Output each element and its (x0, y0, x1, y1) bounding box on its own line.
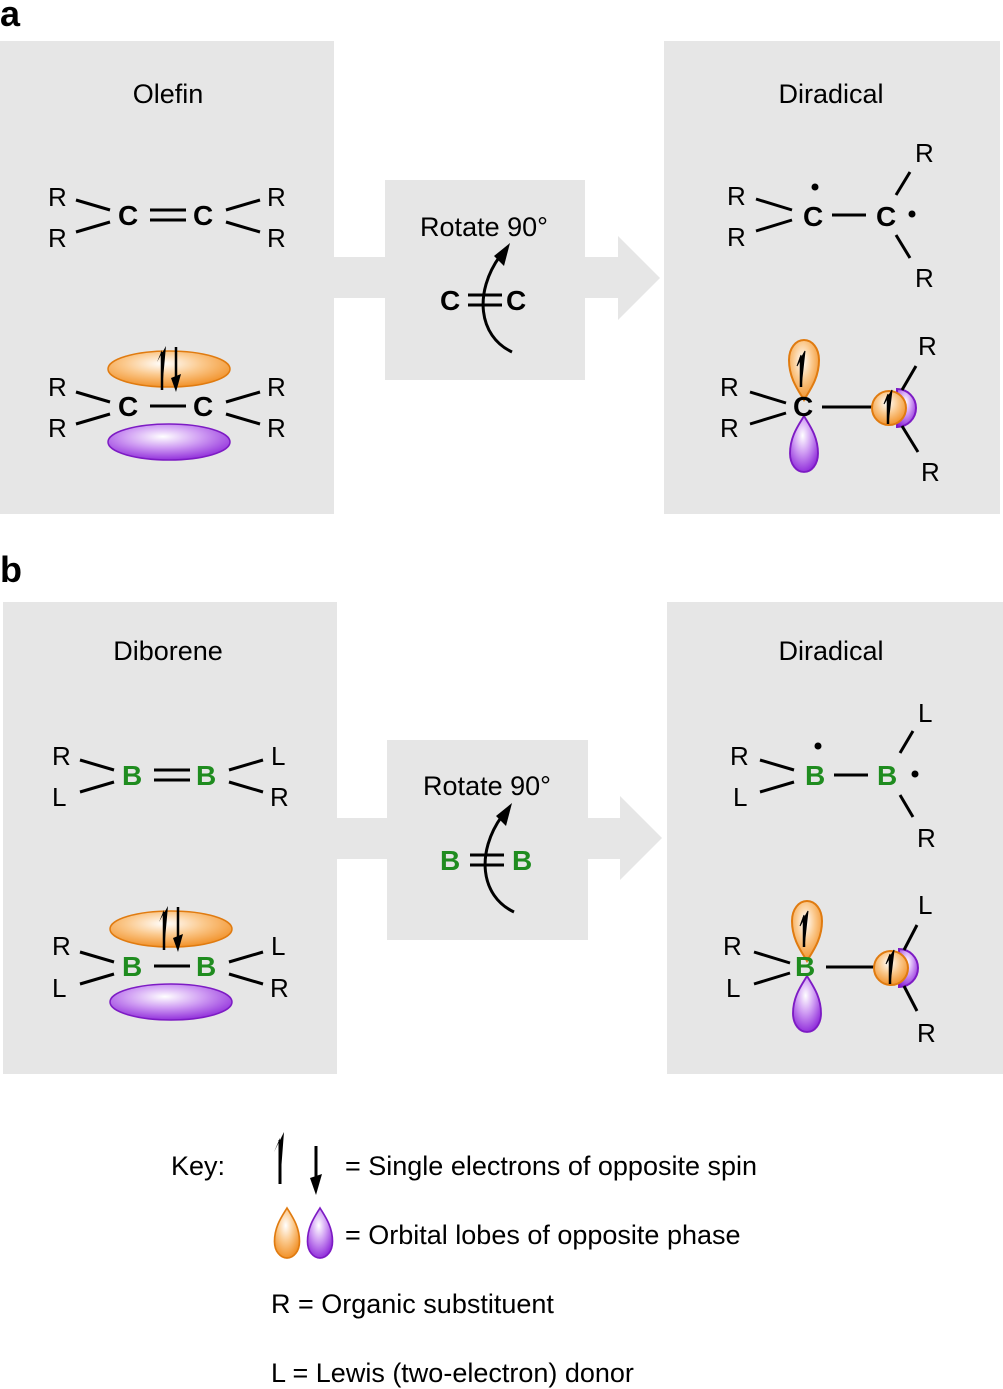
sub-l: L (918, 698, 932, 728)
atom-b: B (877, 760, 897, 791)
rotate-box-a (385, 180, 585, 380)
atom-b: B (122, 760, 142, 791)
diradical-title-a: Diradical (778, 79, 883, 109)
atom-b: B (440, 845, 460, 876)
sub-r: R (48, 223, 67, 253)
sub-r: R (720, 413, 739, 443)
orbital-lobes-icon (273, 1207, 334, 1259)
atom-b: B (122, 951, 142, 982)
atom-c: C (118, 200, 138, 231)
diborene-structure: R L B B L R (52, 741, 289, 812)
diradical-structure-b: R L B B L R (730, 698, 936, 853)
spin-arrows-icon (274, 1132, 322, 1195)
sub-r: R (915, 263, 934, 293)
sub-r: R (267, 182, 286, 212)
sub-r: R (270, 782, 289, 812)
atom-b: B (196, 760, 216, 791)
purple-lobe-icon (306, 1207, 334, 1259)
key-label: Key: (171, 1151, 225, 1181)
sub-r: R (48, 182, 67, 212)
atom-b: B (196, 951, 216, 982)
spin-pair-icon (159, 906, 183, 952)
atom-b: B (805, 760, 825, 791)
sub-r: R (917, 1018, 936, 1048)
atom-c: C (803, 201, 823, 232)
pi-orbital-orange (107, 350, 231, 388)
diradical-orbital-structure-a: R R C R R (720, 331, 940, 487)
key-r-text: R = Organic substituent (271, 1289, 554, 1319)
rotate-label-b: Rotate 90° (423, 771, 551, 801)
sub-r: R (727, 181, 746, 211)
sub-r: R (267, 372, 286, 402)
diradical-orbital-structure-b: R L B L R (723, 890, 936, 1048)
rotate-label-a: Rotate 90° (420, 212, 548, 242)
panel-b: b Diborene Diradical Rotate 90° R L B B … (0, 549, 1003, 1074)
sub-l: L (271, 931, 285, 961)
sub-r: R (48, 413, 67, 443)
rotate-icon-a: C C (440, 243, 526, 354)
sub-l: L (52, 782, 66, 812)
sub-r: R (720, 372, 739, 402)
olefin-structure: R R C C R R (48, 182, 286, 253)
key-phase-text: = Orbital lobes of opposite phase (345, 1220, 741, 1250)
sub-r: R (52, 931, 71, 961)
sub-r: R (723, 931, 742, 961)
orange-lobe-icon (273, 1207, 301, 1259)
diradical-box-b (667, 602, 1003, 1074)
rotate-box-b (387, 740, 588, 940)
key-l-text: L = Lewis (two-electron) donor (271, 1358, 634, 1388)
sub-r: R (48, 372, 67, 402)
sub-l: L (52, 973, 66, 1003)
olefin-title: Olefin (133, 79, 204, 109)
atom-b: B (512, 845, 532, 876)
sub-l: L (918, 890, 932, 920)
sub-r: R (917, 823, 936, 853)
atom-c: C (506, 285, 526, 316)
sub-r: R (52, 741, 71, 771)
sub-r: R (921, 457, 940, 487)
diradical-box-a (664, 41, 1000, 514)
key: Key: = Single electrons of opposite spin… (171, 1132, 757, 1388)
panel-a: a Olefin Diradical Rotate 90° R R C C R … (0, 0, 1000, 514)
olefin-orbital-structure: R R C C R R (48, 346, 286, 461)
sub-r: R (267, 223, 286, 253)
sub-r: R (915, 138, 934, 168)
sub-r: R (918, 331, 937, 361)
rotate-icon-b: B B (440, 803, 532, 914)
panel-b-label: b (0, 549, 22, 590)
pi-orbital-purple (109, 983, 233, 1021)
atom-c: C (193, 200, 213, 231)
atom-c: C (118, 391, 138, 422)
diborene-orbital-structure: R L B B L R (52, 906, 289, 1021)
sub-r: R (267, 413, 286, 443)
atom-b: B (795, 951, 815, 982)
diborene-title: Diborene (113, 636, 223, 666)
sub-l: L (726, 973, 740, 1003)
pi-orbital-purple (107, 423, 231, 461)
atom-c: C (440, 285, 460, 316)
sub-l: L (733, 782, 747, 812)
panel-a-label: a (0, 0, 21, 34)
sub-r: R (727, 222, 746, 252)
atom-c: C (793, 391, 813, 422)
atom-c: C (193, 391, 213, 422)
sub-r: R (730, 741, 749, 771)
sub-l: L (271, 741, 285, 771)
sub-r: R (270, 973, 289, 1003)
diradical-structure-a: R R C C R R (727, 138, 934, 293)
diradical-title-b: Diradical (778, 636, 883, 666)
pi-orbital-orange (109, 910, 233, 948)
atom-c: C (876, 201, 896, 232)
key-spin-text: = Single electrons of opposite spin (345, 1151, 757, 1181)
spin-pair-icon (157, 346, 181, 392)
